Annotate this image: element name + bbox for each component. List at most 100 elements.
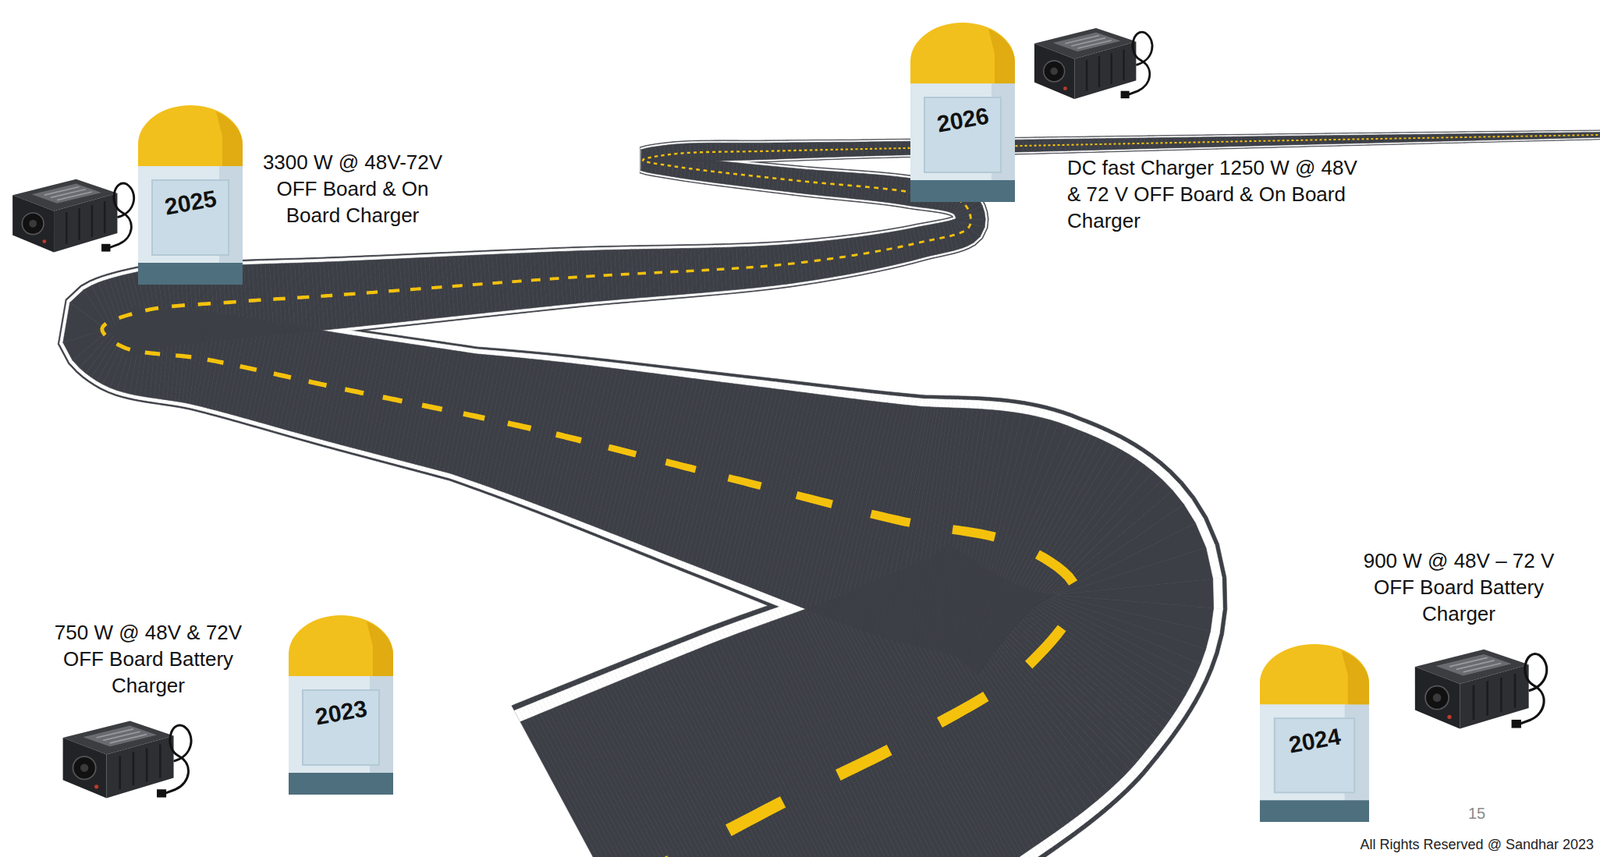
road-segment xyxy=(1511,131,1516,142)
road-segment xyxy=(1305,134,1310,146)
road-segment xyxy=(769,140,775,163)
road-segment xyxy=(1532,131,1537,142)
road-segment xyxy=(896,138,902,158)
road-segment xyxy=(1233,134,1239,148)
road-segment xyxy=(1237,134,1242,148)
road-segment xyxy=(1426,132,1432,143)
road-segment xyxy=(1557,130,1562,141)
road-segment xyxy=(1472,132,1478,142)
road-segment xyxy=(1262,134,1268,148)
road-segment xyxy=(879,140,885,158)
road-segment xyxy=(1565,130,1571,141)
road-segment xyxy=(892,139,898,157)
road-segment xyxy=(1447,132,1453,142)
road-segment xyxy=(1060,138,1066,153)
road-segment xyxy=(1056,136,1061,153)
road-segment xyxy=(1064,137,1070,153)
road-segment xyxy=(1465,132,1470,142)
road-segment xyxy=(808,139,813,160)
road-segment xyxy=(1309,134,1314,146)
road-segment xyxy=(1405,133,1411,144)
road-segment xyxy=(1532,131,1537,141)
road-segment xyxy=(1507,131,1512,142)
road-layer xyxy=(63,131,1600,857)
road xyxy=(57,130,1600,857)
road-segment xyxy=(1431,132,1437,143)
road-segment xyxy=(829,140,834,159)
road-segment xyxy=(1022,138,1028,154)
road-segment xyxy=(1422,131,1428,144)
road-segment xyxy=(1502,131,1508,142)
road-segment xyxy=(1018,137,1024,155)
road-segment xyxy=(1338,134,1344,146)
road-segment xyxy=(1570,131,1576,139)
road-segment xyxy=(1195,134,1200,150)
road-segment xyxy=(782,140,788,162)
road-segment xyxy=(1145,136,1150,150)
road-segment xyxy=(1389,132,1395,146)
road-segment xyxy=(1128,135,1133,152)
road-segment xyxy=(875,139,880,159)
road-segment xyxy=(820,140,826,159)
road-segment xyxy=(845,140,851,159)
road-segment xyxy=(1490,131,1495,142)
road-segment xyxy=(1380,133,1386,145)
road-segment xyxy=(1490,131,1495,142)
road-segment xyxy=(1291,134,1297,146)
road-segment xyxy=(833,140,838,159)
road-segment xyxy=(829,139,834,160)
road-segment xyxy=(1068,137,1074,153)
road-segment xyxy=(1321,134,1327,146)
road-segment xyxy=(1574,130,1579,141)
road-segment xyxy=(1064,136,1070,153)
road-segment xyxy=(1275,134,1281,147)
road-segment xyxy=(1468,132,1474,142)
road-segment xyxy=(1528,131,1533,141)
road-segment xyxy=(1481,132,1487,142)
road-segment xyxy=(858,139,864,160)
road-segment xyxy=(808,141,813,160)
road-segment xyxy=(1439,132,1444,143)
road-segment xyxy=(1136,136,1142,151)
road-segment xyxy=(1549,131,1554,141)
road-segment xyxy=(1389,133,1395,144)
road-segment xyxy=(723,140,729,164)
road-segment xyxy=(892,138,898,158)
road-segment xyxy=(812,141,817,160)
road-segment xyxy=(887,138,893,158)
road-segment xyxy=(1305,133,1310,147)
road-segment xyxy=(1468,131,1474,143)
road-segment xyxy=(1152,135,1158,152)
road-segment xyxy=(741,140,746,164)
road-segment xyxy=(1355,133,1360,145)
road-segment xyxy=(1279,134,1285,149)
road-segment xyxy=(1145,135,1150,152)
road-segment xyxy=(1170,136,1175,150)
road-segment xyxy=(1595,130,1600,140)
road-segment xyxy=(1405,132,1411,145)
road-segment xyxy=(1380,132,1386,146)
road-segment xyxy=(1418,131,1423,144)
road-segment xyxy=(1258,134,1263,148)
road-segment xyxy=(1376,132,1381,146)
road-segment xyxy=(1178,134,1184,150)
road-segment xyxy=(1073,137,1079,153)
road-segment xyxy=(1195,135,1200,150)
road-segment xyxy=(1296,133,1302,147)
road-segment xyxy=(1131,136,1137,151)
road-segment xyxy=(1422,132,1428,143)
road-segment xyxy=(787,141,792,161)
road-segment xyxy=(1342,134,1348,146)
road-layer xyxy=(59,131,1600,857)
road-segment xyxy=(711,140,717,164)
road-segment xyxy=(1591,131,1597,139)
road-segment xyxy=(1060,136,1066,153)
road-segment xyxy=(1089,136,1095,153)
road-segment xyxy=(1300,134,1306,146)
road-segment xyxy=(1089,137,1095,152)
road-segment xyxy=(1507,131,1512,142)
road-segment xyxy=(1447,131,1453,144)
road-segment xyxy=(1103,137,1108,152)
road-segment xyxy=(791,141,796,161)
road-segment xyxy=(1351,132,1356,146)
